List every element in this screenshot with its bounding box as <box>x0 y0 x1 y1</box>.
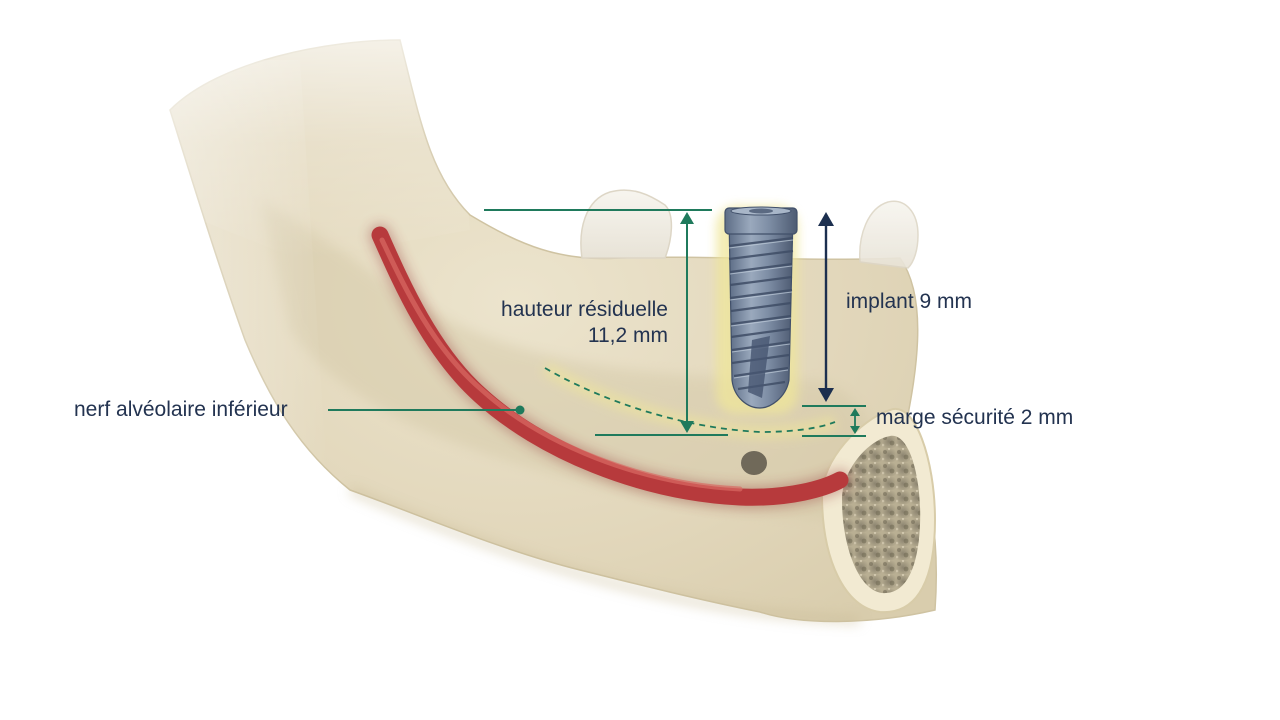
safety-margin-dimension <box>802 405 866 437</box>
residual-height-dimension <box>484 209 728 436</box>
implant-length-label: implant 9 mm <box>846 290 973 313</box>
mandible-bone <box>150 0 937 624</box>
dental-implant-icon <box>716 206 798 414</box>
nerve-label: nerf alvéolaire inférieur <box>74 398 288 421</box>
nerve-canal-icon <box>369 224 851 509</box>
safety-zone-dashed-line <box>544 367 836 433</box>
tooth-icon <box>580 189 673 259</box>
nerve-leader-line <box>328 405 525 415</box>
residual-height-label-line1: hauteur résiduelle <box>501 298 668 321</box>
residual-height-label: hauteur résiduelle 11,2 mm <box>470 297 668 349</box>
tooth-icon <box>859 200 919 269</box>
implant-length-dimension <box>818 212 834 402</box>
foramen <box>741 451 767 475</box>
safety-margin-label: marge sécurité 2 mm <box>876 406 1074 429</box>
bone-cross-section <box>820 407 937 614</box>
residual-height-label-line2: 11,2 mm <box>587 324 668 347</box>
